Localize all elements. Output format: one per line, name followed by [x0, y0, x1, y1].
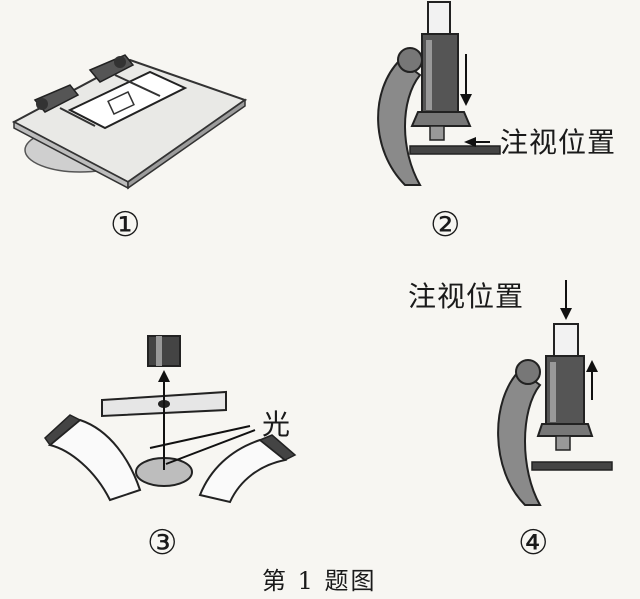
panel-1-number: ① — [110, 205, 141, 245]
panel-3-annotation: 光 — [262, 408, 292, 441]
panel-2-annotation: 注视位置 — [500, 126, 617, 159]
panel-2 — [360, 0, 520, 200]
panel-4-annotation: 注视位置 — [408, 280, 525, 313]
panel-1 — [0, 0, 260, 200]
microscope-lowering-illustration — [377, 1, 501, 186]
panel-3-number: ③ — [147, 523, 178, 563]
panel-4-number: ④ — [518, 523, 549, 563]
slide-on-stage-illustration — [11, 54, 248, 190]
panel-3 — [40, 320, 310, 520]
panel-2-number: ② — [430, 205, 461, 245]
panel-4 — [480, 280, 620, 520]
mirror-and-light-illustration — [44, 335, 297, 504]
microscope-raising-illustration — [497, 280, 613, 506]
figure-caption: 第 1 题图 — [262, 567, 377, 595]
